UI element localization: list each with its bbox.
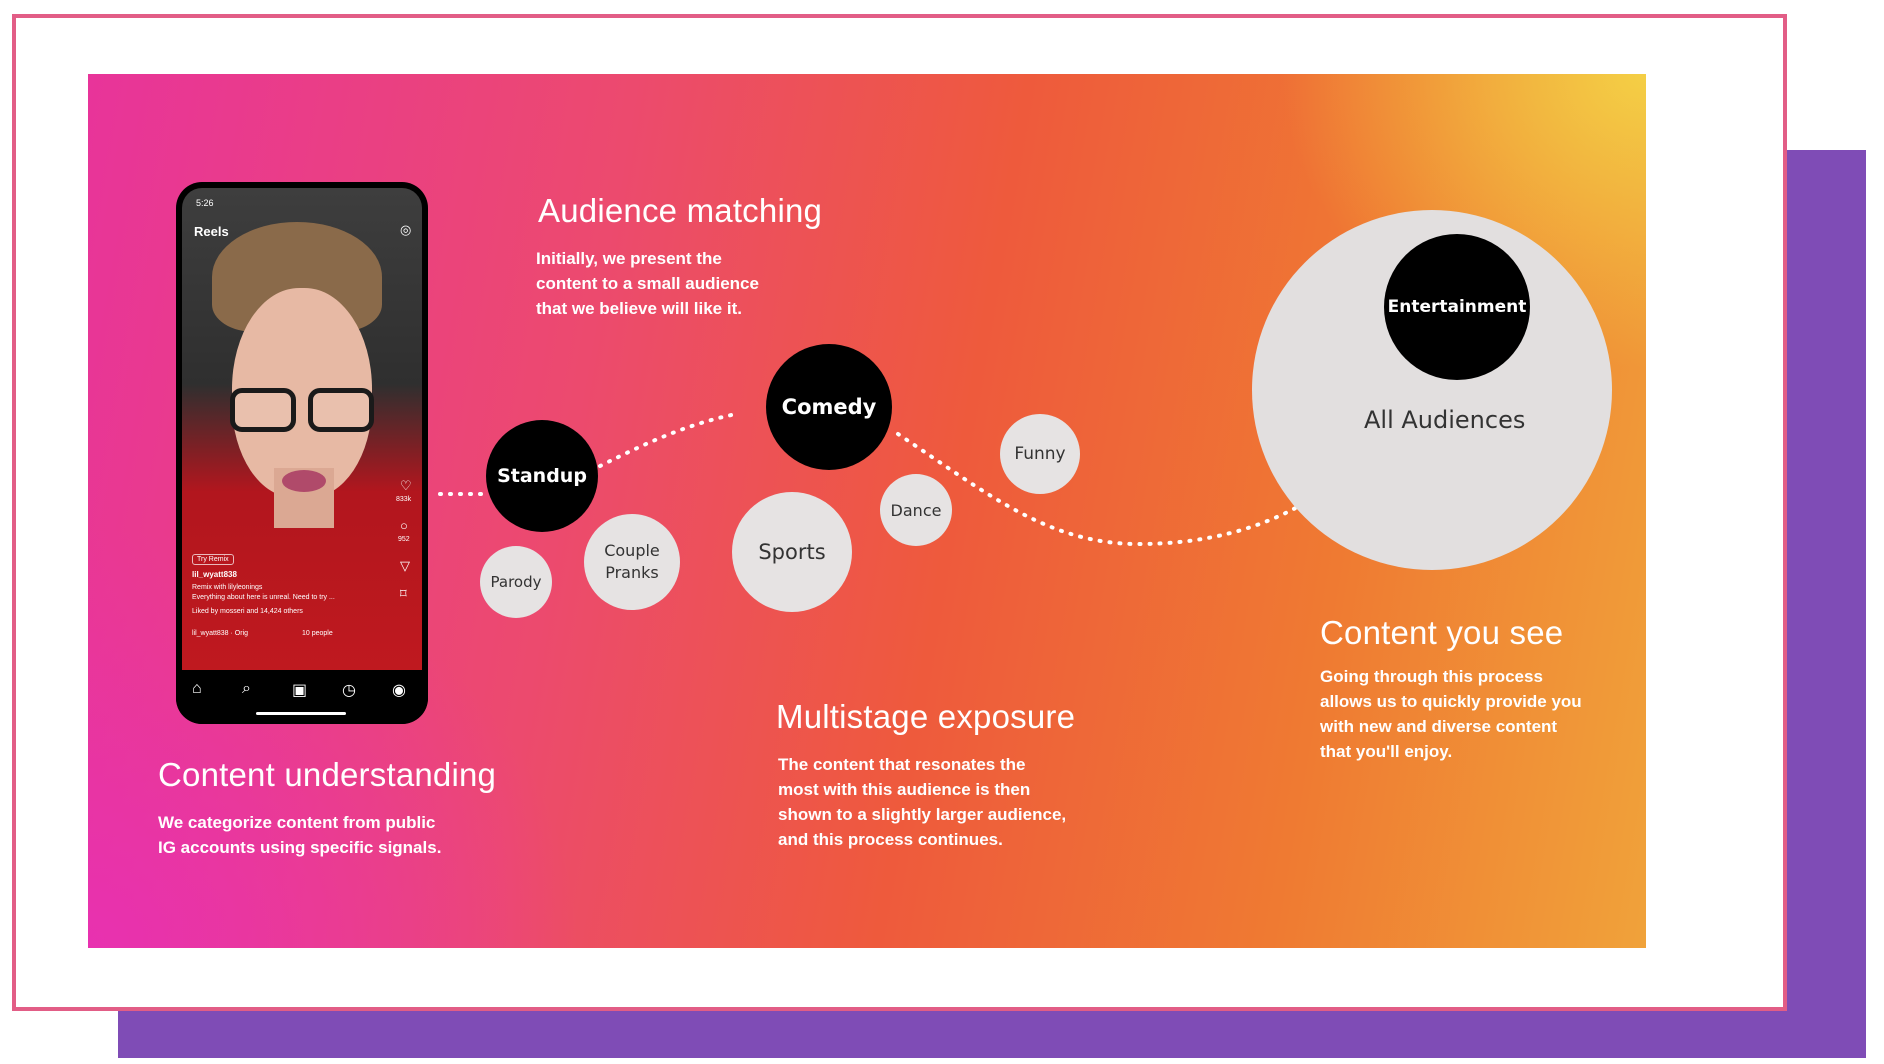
save-icon[interactable]: ⌑: [400, 586, 407, 601]
reels-header: Reels: [194, 224, 229, 239]
glasses-shape: [222, 388, 382, 438]
profile-icon[interactable]: ◉: [392, 682, 406, 699]
share-icon[interactable]: ▽: [400, 558, 410, 573]
search-icon[interactable]: ⌕: [242, 680, 251, 697]
heart-icon[interactable]: ♡: [400, 478, 412, 493]
bubble-couple-pranks: Couple Pranks: [584, 514, 680, 610]
shop-icon[interactable]: ◷: [342, 682, 356, 699]
phone-tabbar: ⌂ ⌕ ▣ ◷ ◉: [176, 670, 428, 724]
bubble-entertainment: Entertainment: [1384, 234, 1530, 380]
camera-icon[interactable]: ◎: [400, 222, 412, 237]
audio-label[interactable]: lil_wyatt838 · Orig: [192, 630, 249, 637]
content-you-see-title: Content you see: [1320, 614, 1564, 651]
lips-shape: [282, 470, 326, 492]
reels-icon[interactable]: ▣: [292, 682, 308, 699]
multistage-exposure-title: Multistage exposure: [776, 698, 1076, 735]
content-understanding-body: We categorize content from public IG acc…: [158, 813, 442, 857]
multistage-exposure-body: The content that resonates the most with…: [778, 755, 1067, 849]
bubble-comedy: Comedy: [766, 344, 892, 470]
comments-count: 952: [398, 536, 410, 543]
content-you-see-body: Going through this process allows us to …: [1320, 667, 1582, 761]
diagram-slide: 5:26 Reels ◎ ♡ 833k ○ 952 ▽ ⌑ Try Remix …: [88, 74, 1646, 948]
content-understanding-title: Content understanding: [158, 756, 497, 793]
home-icon[interactable]: ⌂: [192, 680, 202, 697]
phone-mockup: 5:26 Reels ◎ ♡ 833k ○ 952 ▽ ⌑ Try Remix …: [176, 182, 428, 724]
bubble-standup: Standup: [486, 420, 598, 532]
bubble-dance: Dance: [880, 474, 952, 546]
face-shape: [232, 288, 372, 498]
reel-caption: Everything about here is unreal. Need to…: [192, 594, 335, 601]
audience-matching-body: Initially, we present the content to a s…: [536, 249, 759, 318]
liked-by: Liked by mosseri and 14,424 others: [192, 608, 303, 615]
remix-badge[interactable]: Try Remix: [192, 554, 234, 565]
comment-icon[interactable]: ○: [400, 518, 408, 533]
bubble-parody: Parody: [480, 546, 552, 618]
bubble-funny: Funny: [1000, 414, 1080, 494]
status-time: 5:26: [196, 198, 214, 208]
reel-screen: 5:26 Reels ◎ ♡ 833k ○ 952 ▽ ⌑ Try Remix …: [182, 188, 422, 678]
bubble-sports: Sports: [732, 492, 852, 612]
likes-count: 833k: [396, 496, 412, 503]
username[interactable]: lil_wyatt838: [192, 570, 237, 579]
home-indicator: [256, 712, 346, 715]
remix-with: Remix with lilyleonings: [192, 584, 263, 591]
people-tag[interactable]: 10 people: [302, 630, 333, 637]
all-audiences-label: All Audiences: [1364, 406, 1526, 434]
audience-matching-title: Audience matching: [538, 192, 823, 229]
